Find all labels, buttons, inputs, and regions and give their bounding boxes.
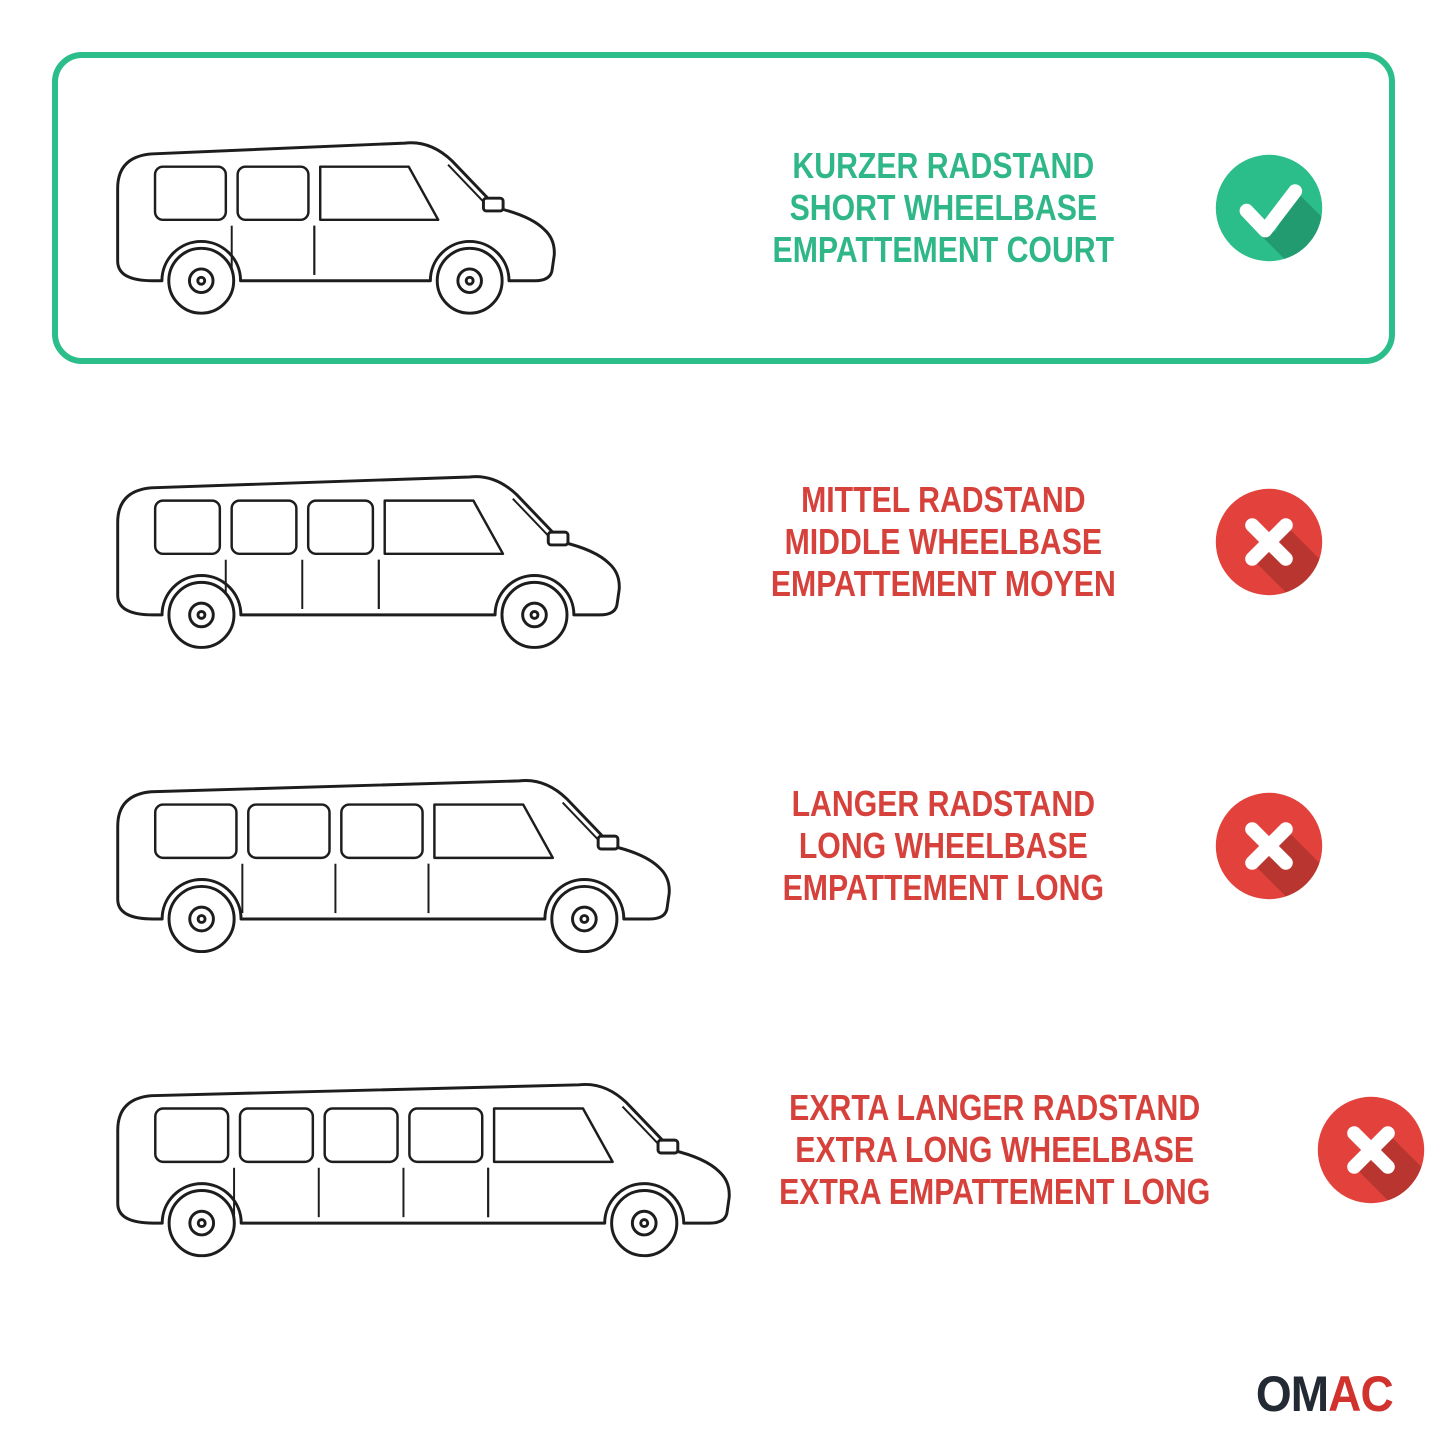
cross-icon <box>1213 486 1325 598</box>
option-label-extra-long: EXRTA LANGER RADSTAND EXTRA LONG WHEELBA… <box>779 1087 1210 1212</box>
label-line-de: LANGER RADSTAND <box>791 783 1096 825</box>
cross-icon <box>1213 790 1325 902</box>
label-line-en: EXTRA LONG WHEELBASE <box>795 1129 1195 1171</box>
extra-long-wheelbase-van-illustration <box>98 1028 738 1272</box>
option-middle-wheelbase: MITTEL RADSTAND MIDDLE WHEELBASE EMPATTE… <box>58 416 1389 668</box>
option-short-wheelbase: KURZER RADSTAND SHORT WHEELBASE EMPATTEM… <box>52 52 1395 364</box>
middle-wheelbase-van-illustration <box>98 420 738 664</box>
option-label-middle: MITTEL RADSTAND MIDDLE WHEELBASE EMPATTE… <box>771 479 1116 604</box>
label-line-fr: EXTRA EMPATTEMENT LONG <box>779 1170 1211 1212</box>
option-long-wheelbase: LANGER RADSTAND LONG WHEELBASE EMPATTEME… <box>58 720 1389 972</box>
label-line-fr: EMPATTEMENT MOYEN <box>771 562 1116 604</box>
label-line-en: MIDDLE WHEELBASE <box>784 521 1103 563</box>
long-wheelbase-van-illustration <box>98 724 738 968</box>
option-extra-long-wheelbase: EXRTA LANGER RADSTAND EXTRA LONG WHEELBA… <box>58 1024 1389 1276</box>
label-line-fr: EMPATTEMENT LONG <box>782 866 1105 908</box>
label-line-de: MITTEL RADSTAND <box>801 479 1086 521</box>
label-line-de: EXRTA LANGER RADSTAND <box>789 1087 1201 1129</box>
short-wheelbase-van-illustration <box>98 86 738 330</box>
omac-logo-red-part: AC <box>1328 1366 1394 1422</box>
label-line-en: LONG WHEELBASE <box>799 825 1088 867</box>
cross-icon <box>1315 1094 1427 1206</box>
option-label-long: LANGER RADSTAND LONG WHEELBASE EMPATTEME… <box>783 783 1104 908</box>
omac-logo: OMAC <box>1256 1365 1394 1423</box>
check-icon <box>1213 152 1325 264</box>
label-line-de: KURZER RADSTAND <box>792 145 1095 187</box>
label-line-fr: EMPATTEMENT COURT <box>772 228 1115 270</box>
omac-logo-dark-part: OM <box>1256 1366 1329 1422</box>
option-label-short: KURZER RADSTAND SHORT WHEELBASE EMPATTEM… <box>773 145 1115 270</box>
label-line-en: SHORT WHEELBASE <box>789 187 1098 229</box>
